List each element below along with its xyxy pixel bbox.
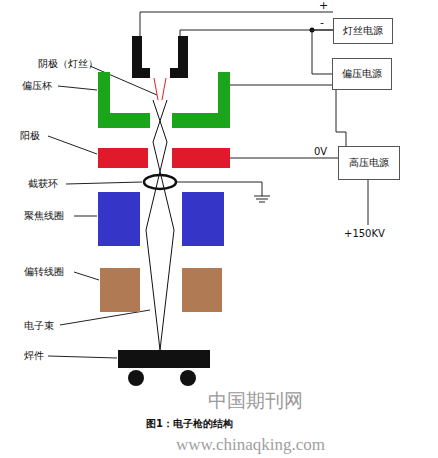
- part-label: 阴极（灯丝）: [38, 58, 98, 69]
- part-label: 截获环: [28, 178, 58, 189]
- part-label: 电子束: [24, 320, 54, 331]
- terminal-label: +: [319, 0, 328, 12]
- power-supply-box: 灯丝电源: [333, 18, 393, 44]
- box-label: 灯丝电源: [343, 24, 383, 38]
- watermark: www.chinaqking.com: [176, 436, 325, 455]
- part-label: 偏转线圈: [24, 266, 64, 277]
- wire: [312, 30, 333, 74]
- box-label: 偏压电源: [342, 67, 382, 81]
- box-label: 高压电源: [349, 156, 389, 170]
- figure-caption: 图1：电子枪的结构: [146, 418, 233, 429]
- terminal-label: 0V: [314, 146, 327, 157]
- power-supply-box: 偏压电源: [332, 58, 392, 90]
- terminal-label: -: [320, 17, 324, 29]
- part-label: 阳极: [20, 130, 40, 141]
- part-label: 聚焦线圈: [24, 210, 64, 221]
- power-supply-box: 高压电源: [338, 146, 400, 180]
- watermark: 中国期刊网: [208, 390, 303, 411]
- terminal-label: +150KV: [344, 228, 385, 239]
- wire: [336, 90, 346, 146]
- part-label: 焊件: [24, 350, 44, 361]
- part-label: 偏压杯: [22, 80, 52, 91]
